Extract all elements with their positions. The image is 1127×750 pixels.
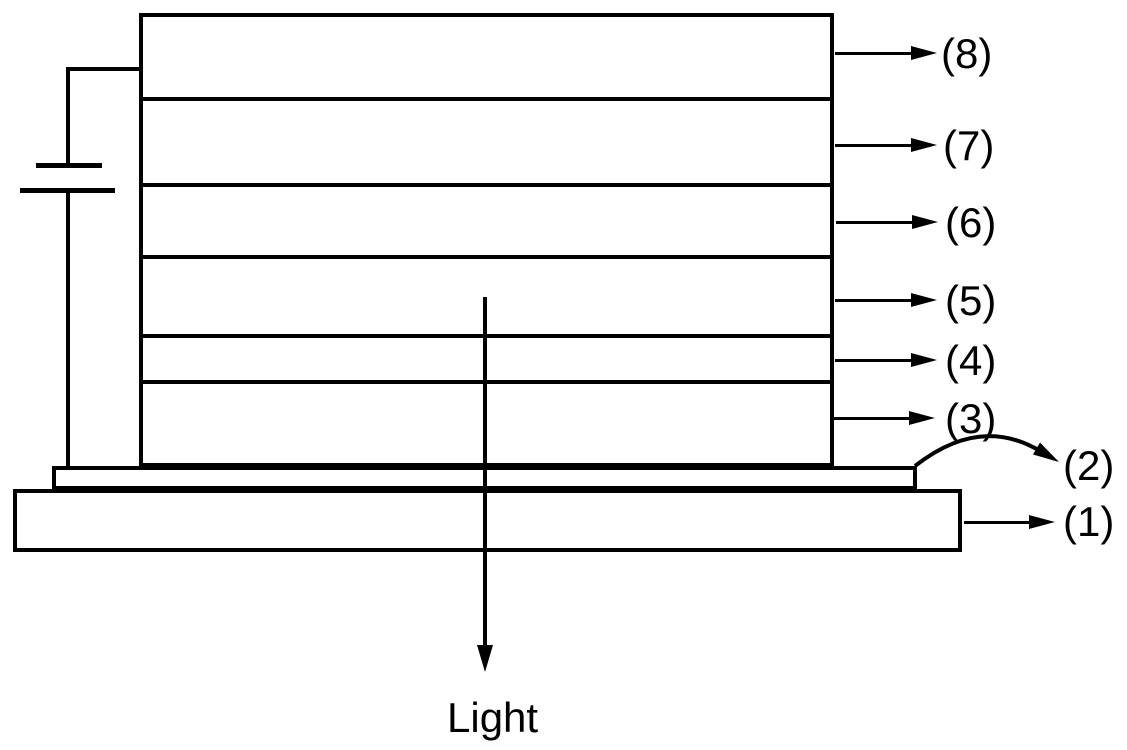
layer-6-label: (6)	[945, 199, 997, 246]
layer-1-label: (1)	[1063, 498, 1115, 545]
layer-4-label: (4)	[945, 337, 997, 384]
boundary-layer7-layer6	[141, 183, 832, 187]
layer-8-label: (8)	[941, 30, 993, 77]
arrow-right-icon	[1029, 515, 1055, 529]
wire-bottom-vertical	[66, 193, 70, 470]
arrow-right-icon	[909, 411, 935, 425]
boundary-layer6-layer5	[141, 255, 832, 259]
layer-7-label: (7)	[943, 122, 995, 169]
arrow-right-icon	[911, 293, 937, 307]
light-label: Light	[447, 694, 539, 741]
layer-3-label: (3)	[945, 395, 997, 442]
arrow-right-icon	[911, 138, 937, 152]
layer-2-label: (2)	[1063, 442, 1115, 489]
arrow-right-icon	[912, 215, 938, 229]
wire-top-vertical	[66, 67, 70, 166]
arrow-right-icon	[911, 46, 937, 60]
battery-plate-short-icon	[36, 163, 102, 168]
wire-top-horizontal	[68, 67, 143, 71]
arrow-line	[835, 299, 913, 302]
layer-5-label: (5)	[945, 277, 997, 324]
arrow-right-icon	[911, 353, 937, 367]
curved-arrow-icon	[913, 434, 1059, 468]
arrow-down-icon	[477, 645, 493, 672]
light-arrow-line	[483, 297, 487, 646]
layer-1-substrate	[13, 489, 962, 552]
arrow-line	[835, 144, 913, 147]
arrow-line	[835, 359, 913, 362]
arrow-line	[833, 417, 911, 420]
boundary-layer8-layer7	[141, 97, 832, 101]
arrow-line	[835, 52, 913, 55]
arrow-line	[964, 521, 1031, 524]
arrow-line	[836, 221, 914, 224]
battery-plate-long-icon	[20, 188, 115, 193]
